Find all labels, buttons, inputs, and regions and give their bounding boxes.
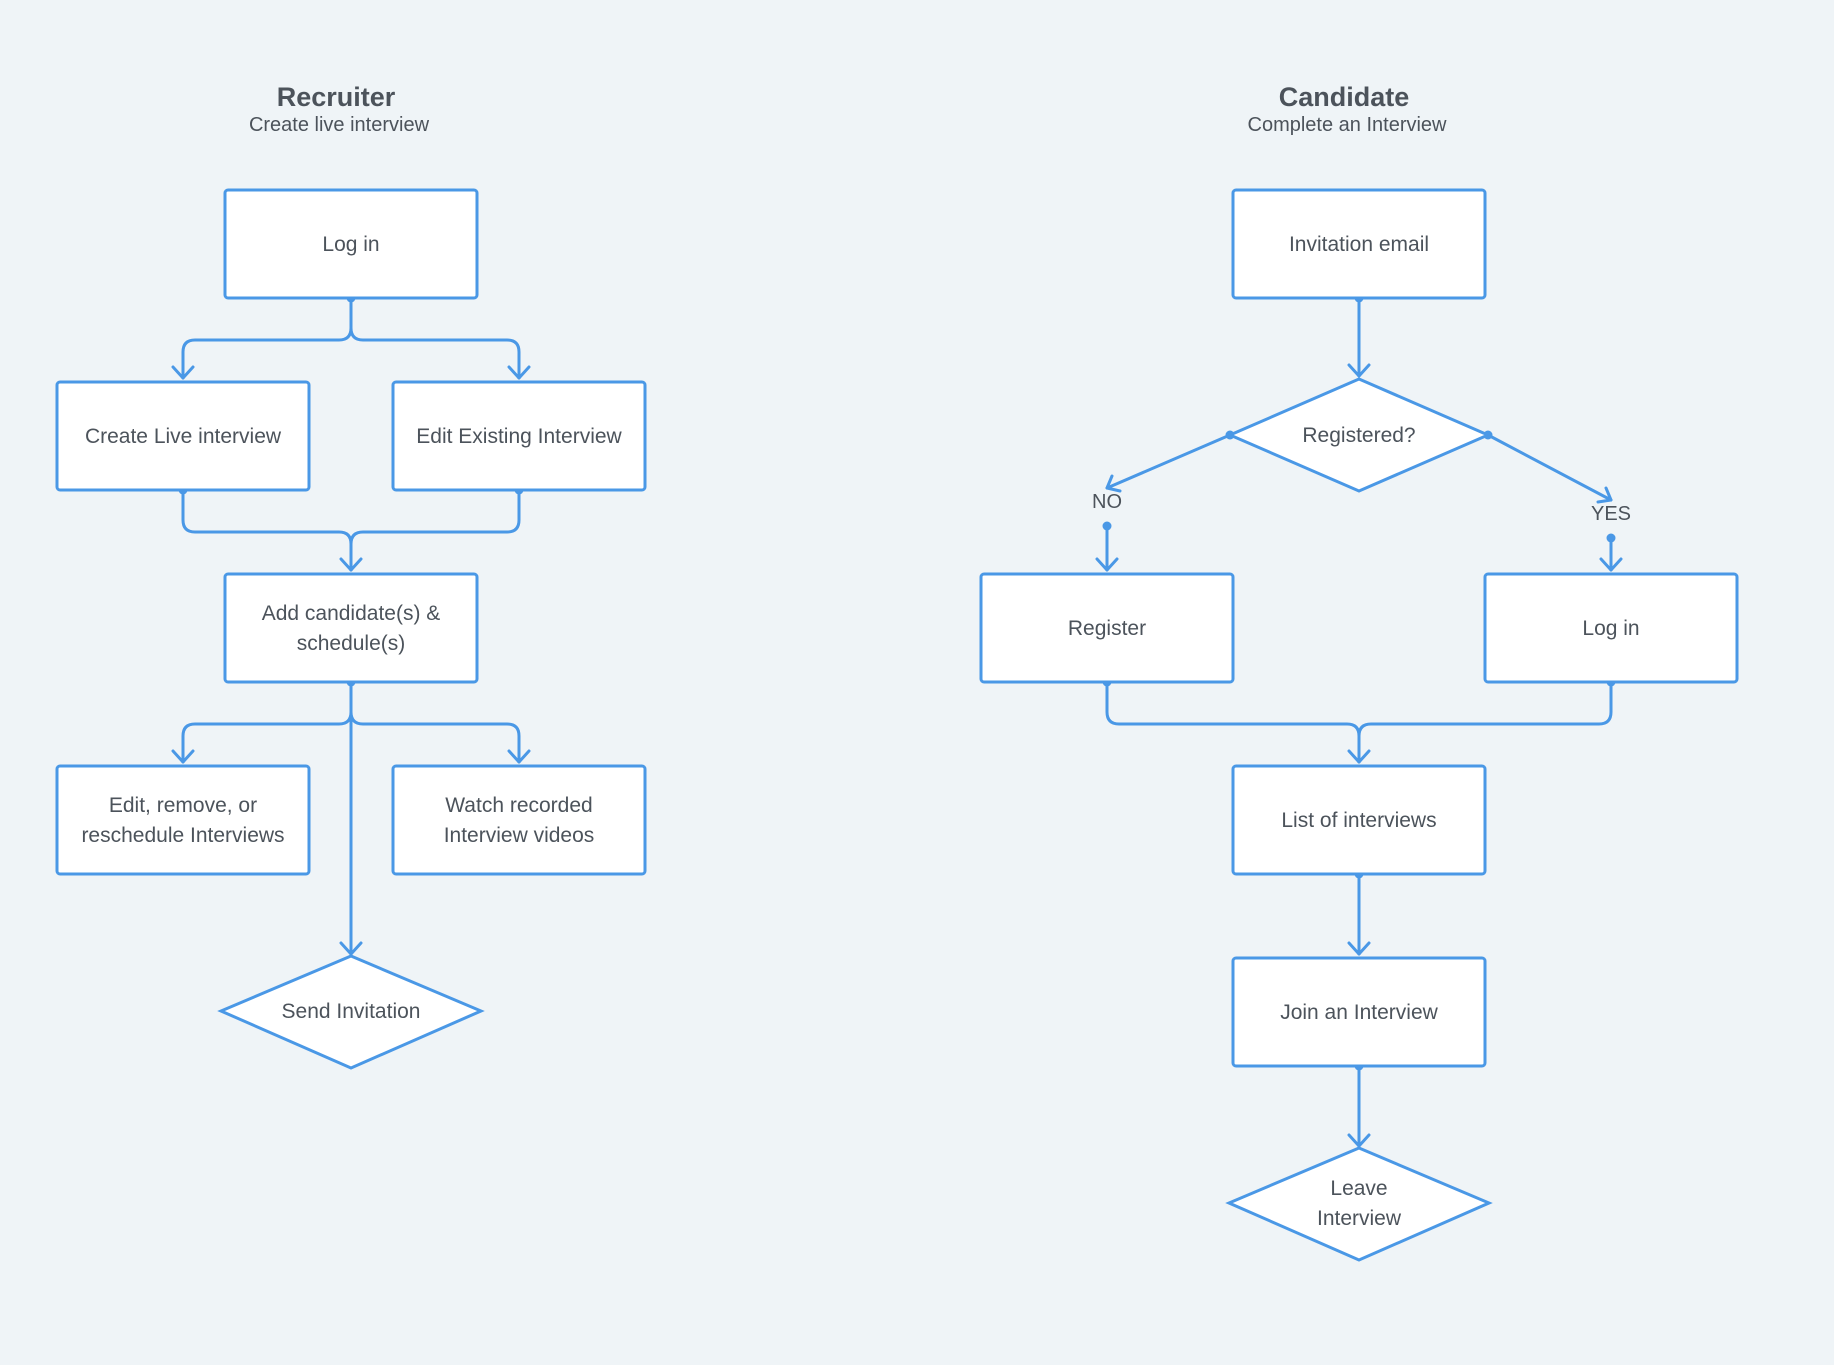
recruiter-title: Recruiter xyxy=(277,82,396,112)
node-label-line: Invitation email xyxy=(1289,233,1429,256)
edge-add-to-editremove xyxy=(181,680,353,764)
node-add-candidates: Add candidate(s) & schedule(s) xyxy=(223,572,479,684)
branch-label-no: NO xyxy=(1092,491,1122,513)
svg-text:Register: Register xyxy=(1068,617,1146,640)
edge-registered-no xyxy=(1105,433,1232,490)
node-label-line: Interview videos xyxy=(444,824,595,847)
node-label-line: Interview xyxy=(1317,1207,1402,1230)
node-label-line: Log in xyxy=(322,233,379,256)
node-label-line: Send Invitation xyxy=(282,1000,421,1023)
connector-dot xyxy=(1102,521,1112,531)
node-list-of-interviews: List of interviews xyxy=(1231,764,1487,876)
candidate-lane: Candidate Complete an Interview xyxy=(979,82,1739,1262)
edge-add-to-watch xyxy=(349,680,521,764)
candidate-title: Candidate xyxy=(1279,82,1410,112)
node-label-line: Registered? xyxy=(1302,424,1415,447)
recruiter-subtitle: Create live interview xyxy=(249,114,430,136)
svg-text:Log in: Log in xyxy=(1582,617,1639,640)
arrowhead xyxy=(1599,557,1623,572)
arrowhead xyxy=(1347,1133,1371,1148)
edge-register-to-list xyxy=(1105,680,1361,764)
node-recruiter-log-in: Log in xyxy=(223,188,479,300)
candidate-subtitle: Complete an Interview xyxy=(1248,114,1448,136)
arrowhead xyxy=(1347,941,1371,956)
node-label-line: Watch recorded xyxy=(445,794,592,817)
connector-dot xyxy=(1606,533,1616,543)
arrowhead xyxy=(171,365,195,380)
arrowhead xyxy=(1347,749,1371,764)
node-edit-existing-interview: Edit Existing Interview xyxy=(391,380,647,492)
node-candidate-log-in: Log in xyxy=(1483,572,1739,684)
node-create-live-interview: Create Live interview xyxy=(55,380,311,492)
node-label-line: Join an Interview xyxy=(1280,1001,1438,1024)
arrowhead xyxy=(1095,557,1119,572)
edge-login-to-list xyxy=(1357,680,1613,764)
svg-text:Add candidate(s) &schedule(s): Add candidate(s) & schedule(s) xyxy=(262,602,441,655)
recruiter-lane: Recruiter Create live interview L xyxy=(55,82,647,1070)
svg-text:Edit Existing Interview: Edit Existing Interview xyxy=(416,425,622,448)
svg-text:List of interviews: List of interviews xyxy=(1281,809,1436,832)
arrowhead xyxy=(507,365,531,380)
node-label-line: Create Live interview xyxy=(85,425,282,448)
arrowhead xyxy=(1105,474,1122,493)
node-label-line: Leave xyxy=(1330,1177,1387,1200)
node-registered-decision: Registered? xyxy=(1226,377,1492,493)
node-label-line: Log in xyxy=(1582,617,1639,640)
node-label-line: Add candidate(s) & xyxy=(262,602,441,625)
arrowhead xyxy=(1347,363,1371,378)
node-send-invitation: Send Invitation xyxy=(217,954,485,1070)
node-label-line: List of interviews xyxy=(1281,809,1436,832)
node-register: Register xyxy=(979,572,1235,684)
node-label-line: Edit Existing Interview xyxy=(416,425,622,448)
arrowhead xyxy=(171,749,195,764)
arrowhead xyxy=(507,749,531,764)
node-label-line: schedule(s) xyxy=(297,632,406,655)
svg-text:Registered?: Registered? xyxy=(1302,424,1415,447)
svg-text:Invitation email: Invitation email xyxy=(1289,233,1429,256)
node-invitation-email: Invitation email xyxy=(1231,188,1487,300)
edge-edit-to-add xyxy=(349,488,521,572)
svg-text:Create Live interview: Create Live interview xyxy=(85,425,282,448)
arrowhead xyxy=(339,941,363,956)
node-label-line: Edit, remove, or xyxy=(109,794,257,817)
branch-label-yes: YES xyxy=(1591,503,1631,525)
node-label-line: reschedule Interviews xyxy=(81,824,284,847)
svg-text:Log in: Log in xyxy=(322,233,379,256)
svg-text:Join an Interview: Join an Interview xyxy=(1280,1001,1438,1024)
edge-login-to-edit xyxy=(349,296,521,380)
node-join-interview: Join an Interview xyxy=(1231,956,1487,1068)
node-edit-remove-reschedule: Edit, remove, or reschedule Interviews xyxy=(55,764,311,876)
edge-registered-yes xyxy=(1486,433,1613,502)
arrowhead xyxy=(339,557,363,572)
edge-create-to-add xyxy=(181,488,353,572)
arrowhead xyxy=(1596,486,1613,504)
node-label-line: Register xyxy=(1068,617,1146,640)
edge-login-to-create xyxy=(181,296,353,380)
svg-text:Send Invitation: Send Invitation xyxy=(282,1000,421,1023)
